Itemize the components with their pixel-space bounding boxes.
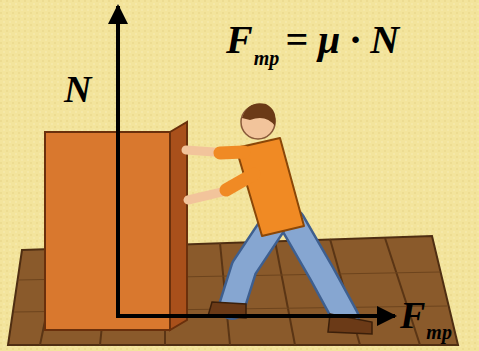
formula-body: = μ · N (285, 20, 399, 60)
pushing-man (186, 103, 372, 334)
force-label: N (64, 70, 91, 108)
force-label: F (400, 296, 425, 334)
friction-force-arrow (116, 314, 395, 318)
formula-symbol: F (226, 20, 253, 60)
formula-subscript: тр (254, 48, 280, 68)
normal-force-arrow (116, 6, 120, 316)
force-subscript: тр (426, 322, 452, 342)
